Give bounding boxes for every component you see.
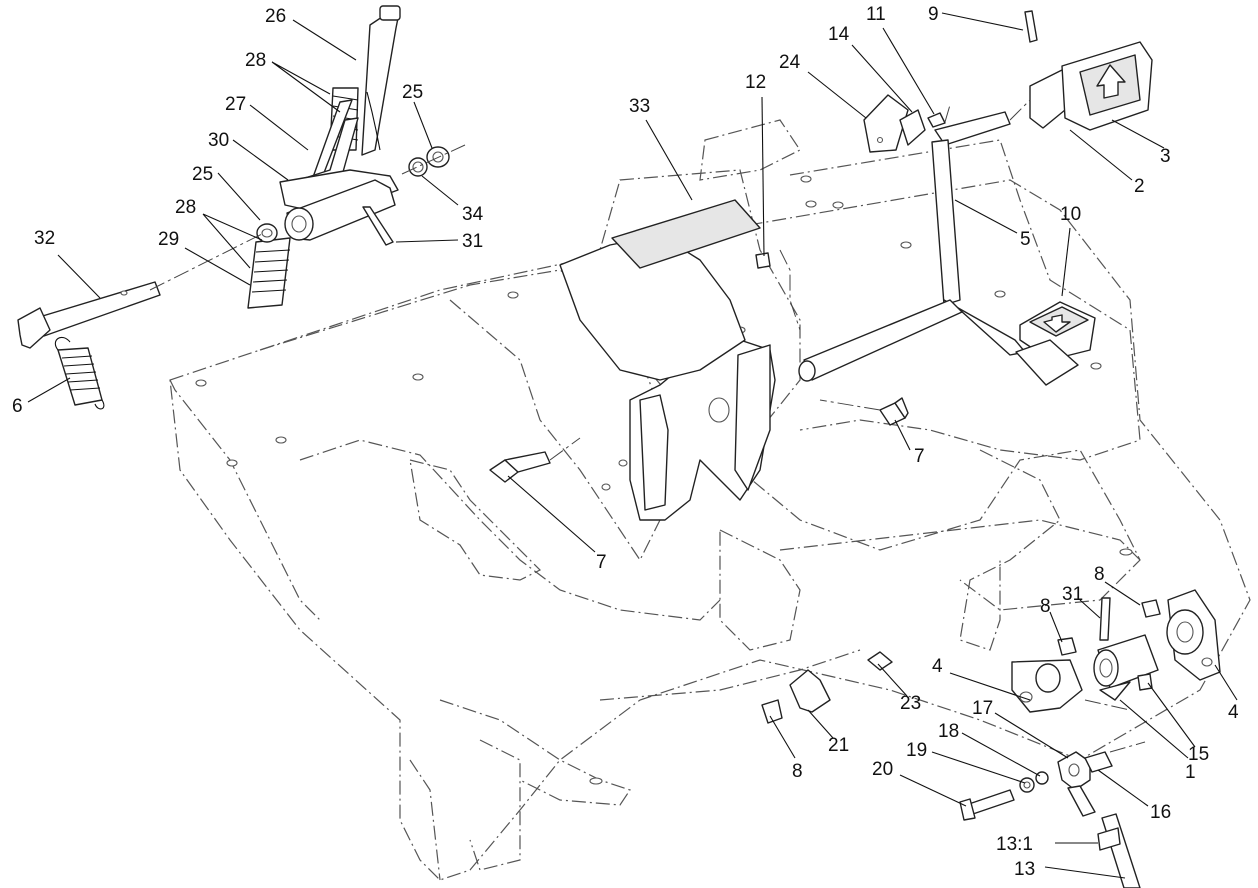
callout-15: 15: [1188, 744, 1209, 765]
callout-2: 2: [1134, 176, 1145, 197]
callout-13-1: 13:1: [996, 834, 1033, 855]
callout-18: 18: [938, 721, 959, 742]
callout-8: 8: [792, 761, 803, 782]
callout-8: 8: [1094, 564, 1105, 585]
callout-32: 32: [34, 228, 55, 249]
callout-27: 27: [225, 94, 246, 115]
callout-26: 26: [265, 6, 286, 27]
callout-28: 28: [245, 50, 266, 71]
callout-10: 10: [1060, 204, 1081, 225]
callout-20: 20: [872, 759, 893, 780]
pedal-assembly: [489, 10, 1153, 483]
callout-5: 5: [1020, 229, 1031, 250]
callout-17: 17: [972, 698, 993, 719]
center-pedal-bracket: [559, 234, 776, 521]
callout-4: 4: [1228, 702, 1239, 723]
callout-11: 11: [866, 4, 886, 25]
callout-29: 29: [158, 229, 179, 250]
callout-8: 8: [1040, 596, 1051, 617]
callout-16: 16: [1150, 802, 1171, 823]
callout-25: 25: [192, 164, 213, 185]
callout-3: 3: [1160, 146, 1171, 167]
callout-30: 30: [208, 130, 229, 151]
callout-28: 28: [175, 197, 196, 218]
callout-19: 19: [906, 740, 927, 761]
callout-7: 7: [914, 446, 925, 467]
callout-23: 23: [900, 693, 921, 714]
callout-9: 9: [928, 4, 939, 25]
callout-31: 31: [462, 231, 483, 252]
callout-labels: 26 28 27 30 25 25 34 31 28 29 32 6 33 12…: [12, 4, 1239, 880]
callout-14: 14: [828, 24, 850, 45]
callout-34: 34: [462, 204, 484, 225]
callout-6: 6: [12, 396, 23, 417]
decal-plate: [611, 199, 761, 269]
parking-brake-lever-assembly: [17, 5, 466, 410]
leader-lines: [27, 12, 1238, 879]
callout-7: 7: [596, 552, 607, 573]
callout-21: 21: [828, 735, 849, 756]
callout-24: 24: [779, 52, 801, 73]
callout-25: 25: [402, 82, 423, 103]
callout-31: 31: [1062, 584, 1083, 605]
pivot-assembly: [761, 589, 1221, 888]
callout-33: 33: [629, 96, 650, 117]
callout-1: 1: [1185, 762, 1196, 783]
callout-13: 13: [1014, 859, 1035, 880]
callout-12: 12: [745, 72, 766, 93]
callout-4: 4: [932, 656, 943, 677]
